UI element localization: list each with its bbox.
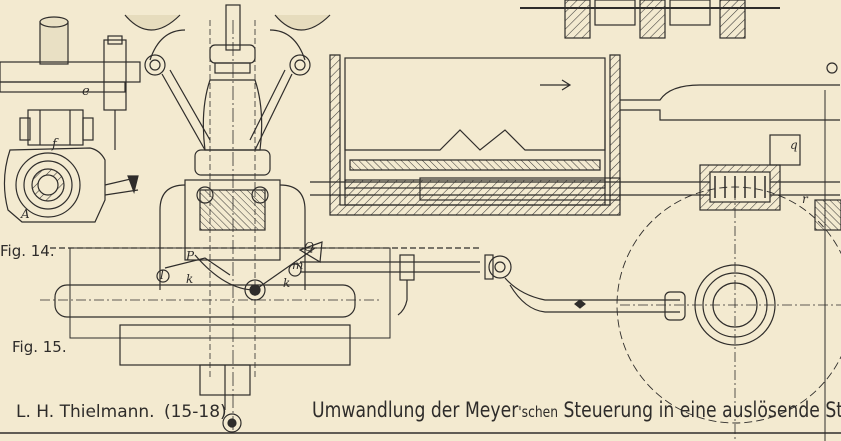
valve-chest-section-drawing [310,54,841,231]
author-name: L. H. Thielmann. (15-18) [16,402,227,422]
part-letter-A: A [21,207,30,221]
caption-part3: Steuerung in eine auslösende St [563,398,841,422]
author-text: L. H. Thielmann. [16,402,155,422]
part-letter-l: l [160,268,164,282]
spindle-assembly-drawing [124,4,331,433]
part-letter-Q: Q [304,240,314,254]
part-letter-r: r [802,192,808,206]
fig14-clamp-drawing [0,16,141,223]
top-shaft-drawing [520,0,780,39]
part-letter-q: q [790,138,798,152]
plate-caption: Umwandlung der Meyer'schen Steuerung in … [312,398,841,422]
part-letter-f: f [52,137,57,152]
part-letter-P: P [186,249,195,263]
eccentric-linkage-drawing [300,90,841,441]
part-letter-m: m [292,258,304,272]
part-letter-k-left: k [186,272,194,286]
caption-part1: Umwandlung der Meyer [312,398,519,422]
fig14-label: Fig. 14. [0,242,55,260]
part-letter-e: e [82,84,90,99]
part-letter-k-right: k [283,276,291,290]
caption-part2: 'schen [518,403,558,421]
fig15-label: Fig. 15. [12,338,67,356]
plate-number: (15-18) [163,402,227,422]
